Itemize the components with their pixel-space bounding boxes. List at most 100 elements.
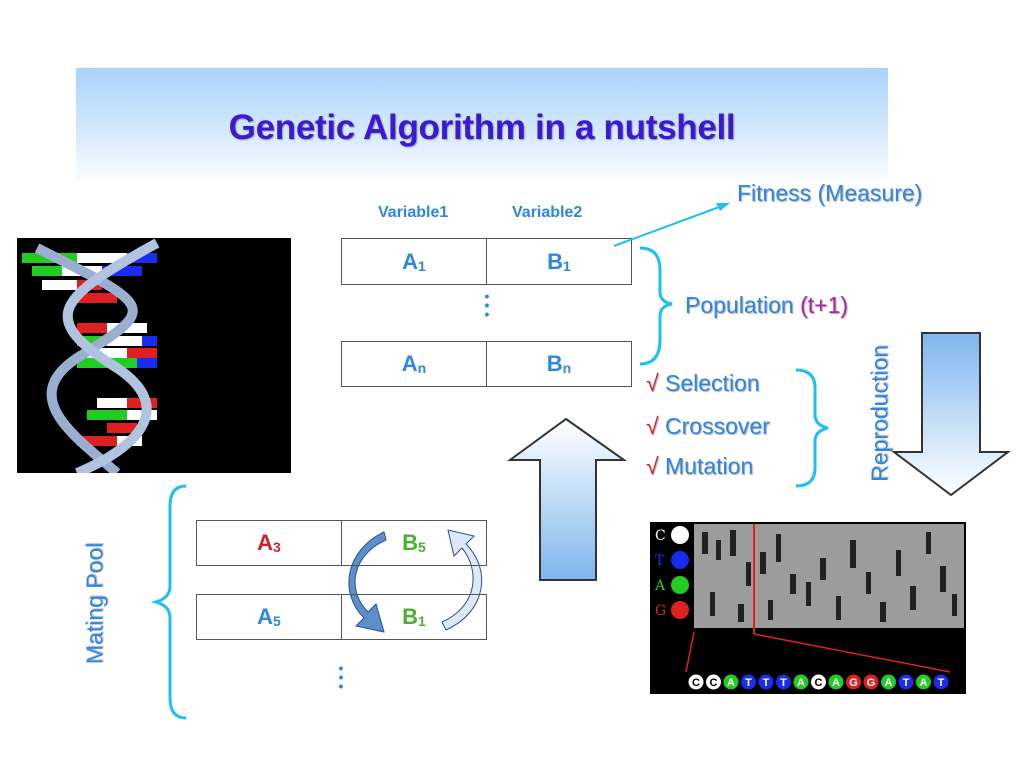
check-icon: √ — [646, 413, 659, 439]
sequence-base-circle — [915, 673, 932, 691]
cell-letter: B — [547, 248, 564, 274]
check-icon: √ — [646, 453, 659, 479]
dna-helix-image — [17, 238, 291, 478]
sequence-base-circle — [897, 673, 915, 691]
reproduction-brace — [795, 368, 829, 488]
sequence-base-letter: A — [920, 677, 928, 689]
sequence-base-circle — [740, 673, 757, 691]
variable1-header: Variable1 — [378, 204, 449, 221]
down-arrow — [891, 332, 1011, 497]
zoom-line-right — [753, 633, 951, 673]
sequence-base-letter: C — [815, 677, 823, 689]
sequence-base-circle — [775, 673, 792, 691]
slide-title: Genetic Algorithm in a nutshell — [228, 108, 736, 147]
sequence-base-letter: T — [745, 677, 752, 689]
cell-subscript: 5 — [418, 539, 426, 555]
sequence-base-letter: T — [903, 677, 910, 689]
operator-selection: √ Selection — [646, 370, 760, 397]
swap-arrow-right — [441, 529, 483, 631]
zoom-line-left — [685, 631, 695, 673]
mating-pool-ellipsis: ••• — [338, 660, 344, 694]
cell-subscript: n — [417, 360, 427, 376]
sequence-base-letter: T — [938, 677, 945, 689]
check-icon: √ — [646, 370, 659, 396]
mating-pool-label: Mating Pool — [81, 542, 108, 665]
sequence-base-circle — [792, 673, 810, 691]
cell-subscript: 1 — [418, 257, 426, 274]
cell-subscript: 3 — [273, 539, 281, 555]
title-banner — [76, 68, 888, 186]
sequence-base-letter: T — [763, 677, 770, 689]
cell-subscript: n — [562, 360, 572, 376]
cell-letter: B — [402, 604, 419, 629]
base-legend-dot — [671, 576, 689, 594]
sequence-base-circle — [827, 673, 845, 691]
sequence-base-circle — [932, 673, 950, 691]
sequence-base-circle — [810, 673, 827, 691]
operator-label: Crossover — [665, 413, 770, 439]
sequence-base-circle — [845, 673, 862, 691]
base-legend-dot — [671, 526, 689, 544]
base-legend-letter: A — [654, 578, 666, 594]
cell-subscript: 1 — [418, 613, 426, 629]
up-arrow — [506, 417, 628, 581]
cell-letter: A — [257, 604, 274, 629]
operator-mutation: √ Mutation — [646, 453, 753, 480]
population-brace — [639, 246, 673, 366]
reproduction-label: Reproduction — [866, 345, 893, 482]
cell-subscript: 1 — [563, 257, 571, 274]
population-ellipsis: ••• — [484, 288, 490, 322]
base-legend-letter: G — [655, 603, 666, 619]
population-generation: (t+1) — [800, 292, 849, 318]
population-text: Population — [685, 292, 794, 318]
base-legend-dot — [671, 551, 689, 569]
sequence-base-circle — [862, 673, 880, 691]
cell-subscript: 5 — [273, 613, 281, 629]
fitness-arrow-line — [613, 205, 723, 247]
population-label: Population (t+1) — [685, 292, 848, 319]
fitness-arrow-head — [716, 203, 730, 211]
sequence-base-letter: A — [727, 677, 735, 689]
sequence-base-circle — [880, 673, 897, 691]
cell-letter: B — [546, 351, 563, 376]
sequence-base-letter: C — [710, 677, 718, 689]
base-legend-letter: C — [655, 528, 666, 544]
sequence-base-circle — [705, 673, 722, 691]
dna-strand-1 — [34, 243, 138, 477]
sequence-base-letter: G — [849, 677, 858, 689]
sequence-base-letter: C — [692, 677, 700, 689]
mating-pool-brace — [150, 484, 187, 720]
variable2-header: Variable2 — [512, 204, 583, 221]
fitness-label: Fitness (Measure) — [737, 180, 923, 206]
sequence-base-letter: A — [885, 677, 893, 689]
cell-letter: A — [402, 248, 419, 274]
operator-crossover: √ Crossover — [646, 413, 770, 440]
dna-helix-illustration — [22, 238, 160, 478]
sequence-base-letter: A — [797, 677, 805, 689]
cell-letter: A — [257, 530, 274, 555]
cell-letter: B — [402, 530, 419, 555]
base-legend-letter: T — [655, 553, 665, 569]
sequence-base-circle — [757, 673, 775, 691]
sequence-base-circle — [687, 673, 705, 691]
dna-strand-2 — [62, 238, 160, 478]
sequence-base-circle — [722, 673, 740, 691]
sequence-base-letter: A — [832, 677, 840, 689]
sequence-base-letter: T — [780, 677, 787, 689]
sequence-base-letter: G — [867, 677, 876, 689]
operator-label: Mutation — [665, 453, 754, 479]
gel-bands — [702, 530, 957, 622]
